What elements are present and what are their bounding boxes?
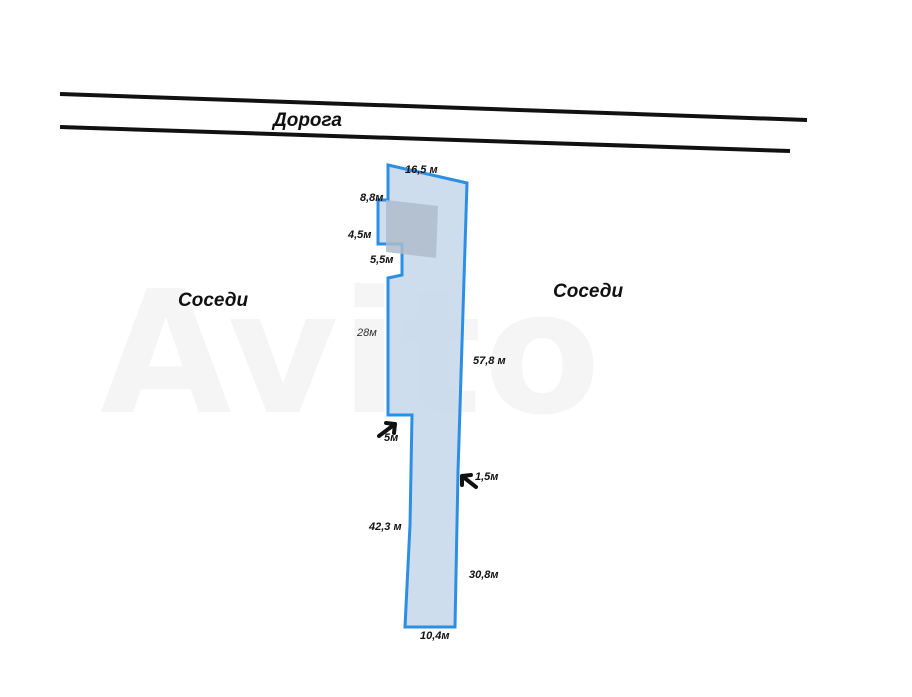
dim-bottom-width: 10,4м [420,630,450,642]
neighbors-right-label: Соседи [553,281,624,302]
dim-left-upper: 28м [357,327,377,339]
arrow-icon [377,421,397,438]
dim-notch-depth: 4,5м [348,229,372,241]
road-edge-bottom [59,125,791,153]
dim-right-long: 57,8 м [473,355,506,367]
dim-house-offset: 8,8м [360,192,384,204]
house-footprint [386,200,438,258]
arrow-icon [460,473,478,489]
neighbors-left-label: Соседи [178,290,249,311]
dim-notch-length: 5,5м [370,254,394,266]
dim-step-left: 5м [384,432,399,444]
road-label: Дорога [273,110,342,131]
plot-outline [376,163,469,629]
dim-left-lower: 42,3 м [369,521,402,533]
road-edge-top [59,92,808,122]
dim-top-width: 16,5 м [405,164,438,176]
dim-right-lower: 30,8м [469,569,499,581]
dim-step-right: 1,5м [475,471,499,483]
avito-watermark: Avito [100,255,603,453]
